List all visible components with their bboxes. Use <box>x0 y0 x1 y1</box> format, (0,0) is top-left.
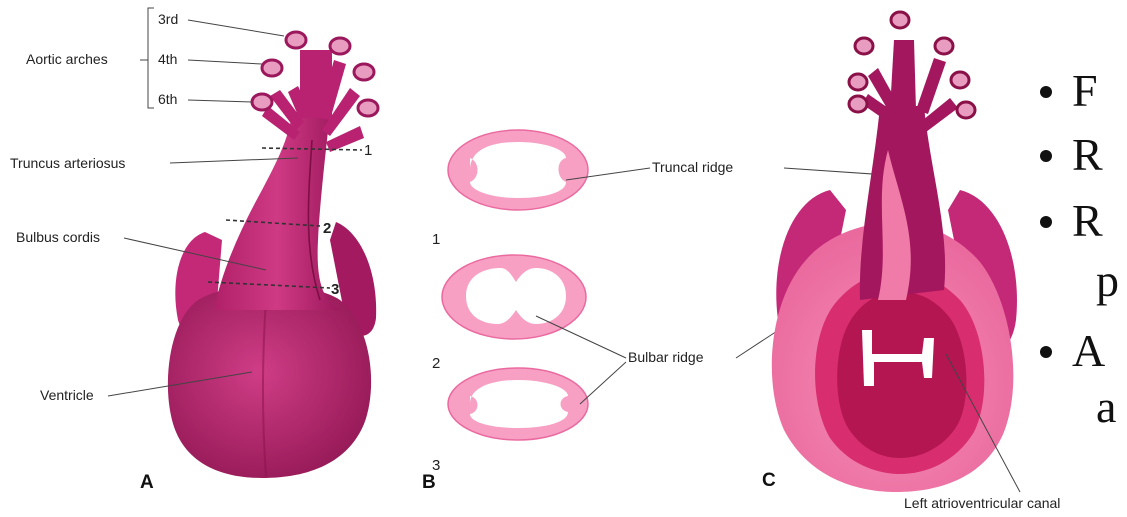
panel-letter-c: C <box>762 470 776 491</box>
panel-a-ventricle-body <box>168 285 371 478</box>
label-bulbar-ridge: Bulbar ridge <box>628 349 704 365</box>
section-1 <box>448 130 588 210</box>
bullet-dot-3 <box>1040 216 1052 228</box>
cut-number-2: 2 <box>323 220 331 237</box>
label-truncal-ridge: Truncal ridge <box>652 159 733 175</box>
panel-c-heart <box>772 12 1017 492</box>
label-ventricle: Ventricle <box>40 387 94 403</box>
panel-letter-b: B <box>422 472 436 493</box>
label-arch-6th: 6th <box>158 91 177 107</box>
cut-line-1 <box>262 148 362 150</box>
panel-letter-a: A <box>140 472 154 493</box>
cut-number-1: 1 <box>364 142 372 159</box>
bullet-text-2: R <box>1072 129 1103 180</box>
bullet-text-3-cont: p <box>1096 255 1119 306</box>
bullet-text-1: F <box>1072 65 1098 116</box>
section-number-2: 2 <box>432 355 440 372</box>
bullet-text-4: A <box>1072 325 1105 376</box>
bullet-text-3: R <box>1072 195 1103 246</box>
label-truncus-arteriosus: Truncus arteriosus <box>10 155 125 171</box>
bullet-list: F R R p A a <box>1040 65 1119 432</box>
bullet-text-4-cont: a <box>1096 381 1116 432</box>
bullet-dot-1 <box>1040 86 1052 98</box>
label-arch-3rd: 3rd <box>158 11 178 27</box>
bullet-dot-4 <box>1040 346 1052 358</box>
label-aortic-arches: Aortic arches <box>26 51 108 67</box>
bullet-dot-2 <box>1040 150 1052 162</box>
label-arch-4th: 4th <box>158 51 177 67</box>
label-left-av-canal: Left atrioventricular canal <box>904 495 1060 511</box>
panel-a-outflow-trunk <box>214 112 340 310</box>
label-bulbus-cordis: Bulbus cordis <box>16 229 100 245</box>
arches-bracket <box>148 8 154 108</box>
cut-number-3: 3 <box>331 281 339 298</box>
section-3 <box>448 368 588 440</box>
section-number-1: 1 <box>432 231 440 248</box>
section-2 <box>442 255 586 339</box>
